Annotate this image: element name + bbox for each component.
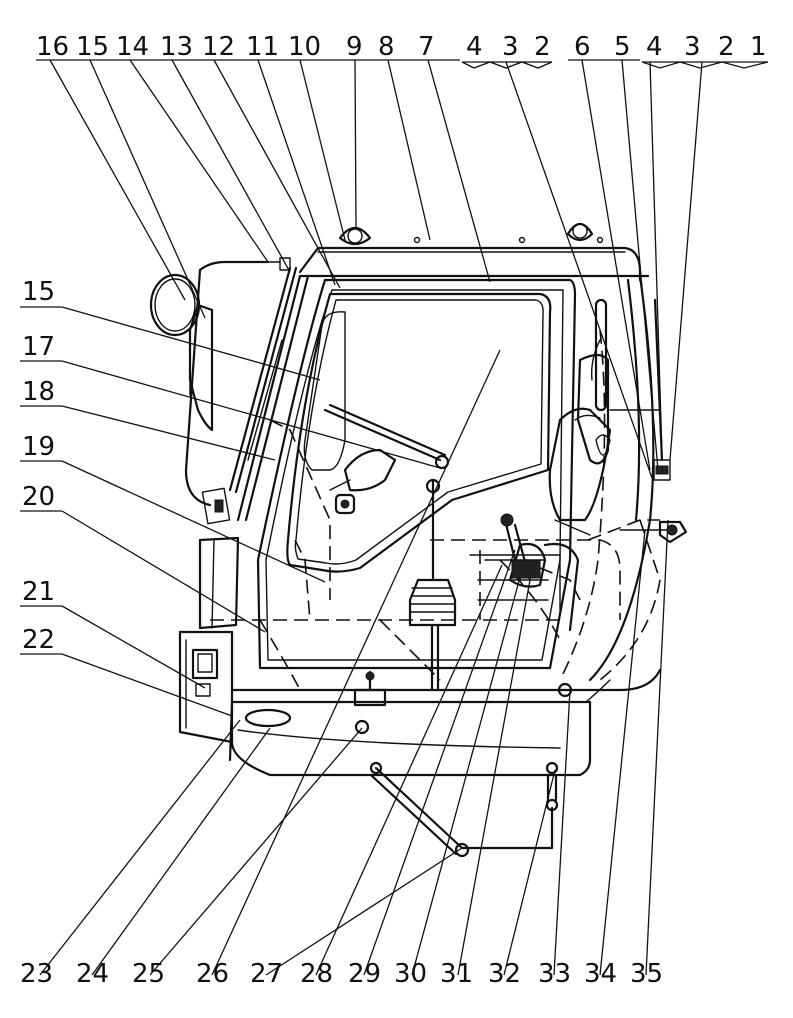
callout-left-21: 21 <box>22 577 55 607</box>
callout-top-2b: 2 <box>718 32 735 62</box>
top-callout-underlines <box>36 59 769 69</box>
callout-bottom-30: 30 <box>394 959 427 989</box>
callout-top-10: 10 <box>288 32 321 62</box>
bottom-callout-labels: 23 24 25 26 27 28 29 30 31 32 33 34 35 <box>20 959 663 989</box>
callout-bottom-31: 31 <box>440 959 473 989</box>
callout-bottom-23: 23 <box>20 959 53 989</box>
callout-top-3b: 3 <box>684 32 701 62</box>
callout-top-2a: 2 <box>534 32 551 62</box>
top-callout-labels: 16 15 14 13 12 11 10 9 8 7 4 3 2 6 5 4 3… <box>36 32 767 62</box>
callout-top-12: 12 <box>202 32 235 62</box>
callout-top-8: 8 <box>378 32 395 62</box>
callout-top-14: 14 <box>116 32 149 62</box>
callout-top-4a: 4 <box>466 32 483 62</box>
callout-left-17: 17 <box>22 332 55 362</box>
callout-top-16: 16 <box>36 32 69 62</box>
callout-left-22: 22 <box>22 625 55 655</box>
callout-top-7: 7 <box>418 32 435 62</box>
cab-frame <box>149 222 688 858</box>
callout-top-3a: 3 <box>502 32 519 62</box>
callout-top-11: 11 <box>246 32 279 62</box>
left-callout-labels: 15 17 18 19 20 21 22 <box>22 277 55 655</box>
callout-top-1: 1 <box>750 32 767 62</box>
callout-left-15: 15 <box>22 277 55 307</box>
callout-left-18: 18 <box>22 377 55 407</box>
callout-top-13: 13 <box>160 32 193 62</box>
callout-left-19: 19 <box>22 432 55 462</box>
left-callout-underlines <box>20 306 62 655</box>
callout-top-15: 15 <box>76 32 109 62</box>
callout-top-9: 9 <box>346 32 363 62</box>
callout-top-6: 6 <box>574 32 591 62</box>
callout-left-20: 20 <box>22 482 55 512</box>
callout-top-4b: 4 <box>646 32 663 62</box>
callout-top-5: 5 <box>614 32 631 62</box>
leader-lines <box>39 59 703 976</box>
